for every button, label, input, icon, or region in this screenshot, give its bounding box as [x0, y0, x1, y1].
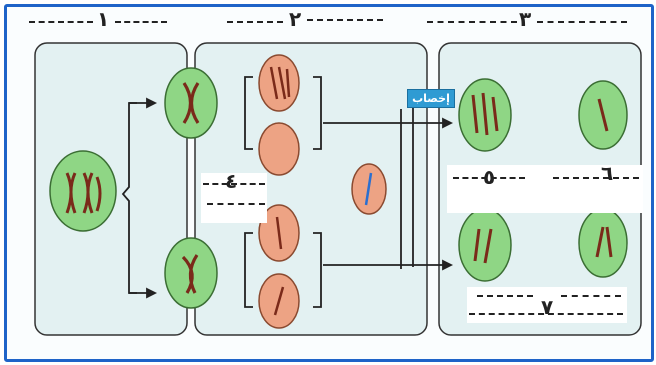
dash-1a [29, 21, 93, 23]
blank-patch-56 [447, 165, 643, 213]
orange-cell-a [259, 55, 299, 111]
label-1: ١ [97, 9, 109, 29]
dash-2b [307, 19, 383, 21]
dash-3b [537, 21, 627, 23]
dash-6 [553, 177, 639, 179]
fertilization-label: إخصاب [407, 89, 455, 108]
dash-7b [561, 295, 621, 297]
label-5: ٥ [483, 167, 495, 187]
label-7: ٧ [541, 297, 553, 317]
orange-cell-b [259, 123, 299, 175]
orange-cell-blue [352, 164, 386, 214]
cell-bottom-right [579, 209, 627, 277]
parent-cell [50, 151, 116, 231]
zygote-bottom-left [459, 209, 511, 281]
cell-bottom-1 [165, 238, 217, 308]
diagram-frame: ١ ٢ ٣ ٤ ٥ ٦ ٧ إخصاب [4, 4, 654, 362]
orange-cell-d [259, 274, 299, 328]
label-4: ٤ [225, 171, 237, 191]
dash-4b [207, 203, 265, 205]
cell-top-right [579, 81, 627, 149]
zygote-top-left [459, 79, 511, 151]
label-2: ٢ [289, 9, 301, 29]
label-6: ٦ [601, 163, 613, 183]
cell-top-1 [165, 68, 217, 138]
dash-7a [477, 295, 533, 297]
dash-3a [427, 21, 517, 23]
dash-1b [115, 21, 167, 23]
label-3: ٣ [519, 9, 531, 29]
dash-2a [227, 21, 283, 23]
